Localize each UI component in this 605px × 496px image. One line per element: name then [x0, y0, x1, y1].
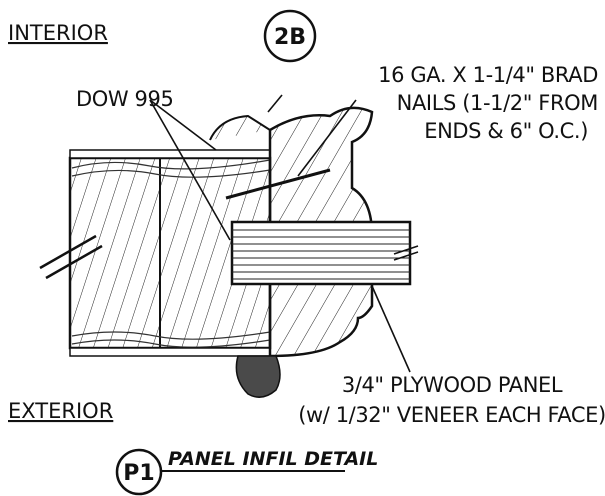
section-tag-2b: 2B [263, 9, 317, 63]
nails-label-line3: ENDS & 6" O.C.) [424, 119, 588, 143]
detail-title-block: P1 PANEL INFIL DETAIL [115, 448, 378, 496]
sealant-bead [235, 355, 281, 398]
brad-nail [225, 168, 331, 200]
panel-label-line1: 3/4" PLYWOOD PANEL [342, 373, 563, 397]
nails-label-line1: 16 GA. X 1-1/4" BRAD [378, 63, 598, 87]
nails-label-line2: NAILS (1-1/2" FROM [397, 91, 598, 115]
exterior-label: EXTERIOR [8, 399, 113, 423]
leader-lines [149, 94, 411, 373]
panel-label-line2: (w/ 1/32" VENEER EACH FACE) [298, 403, 605, 427]
section-tag-label: 2B [274, 25, 306, 50]
detail-title: PANEL INFIL DETAIL [168, 448, 378, 470]
interior-label: INTERIOR [8, 21, 108, 45]
plywood-panel [230, 220, 419, 286]
detail-tag-label: P1 [123, 461, 154, 486]
break-mark [39, 234, 103, 280]
sealant-label: DOW 995 [76, 87, 173, 111]
